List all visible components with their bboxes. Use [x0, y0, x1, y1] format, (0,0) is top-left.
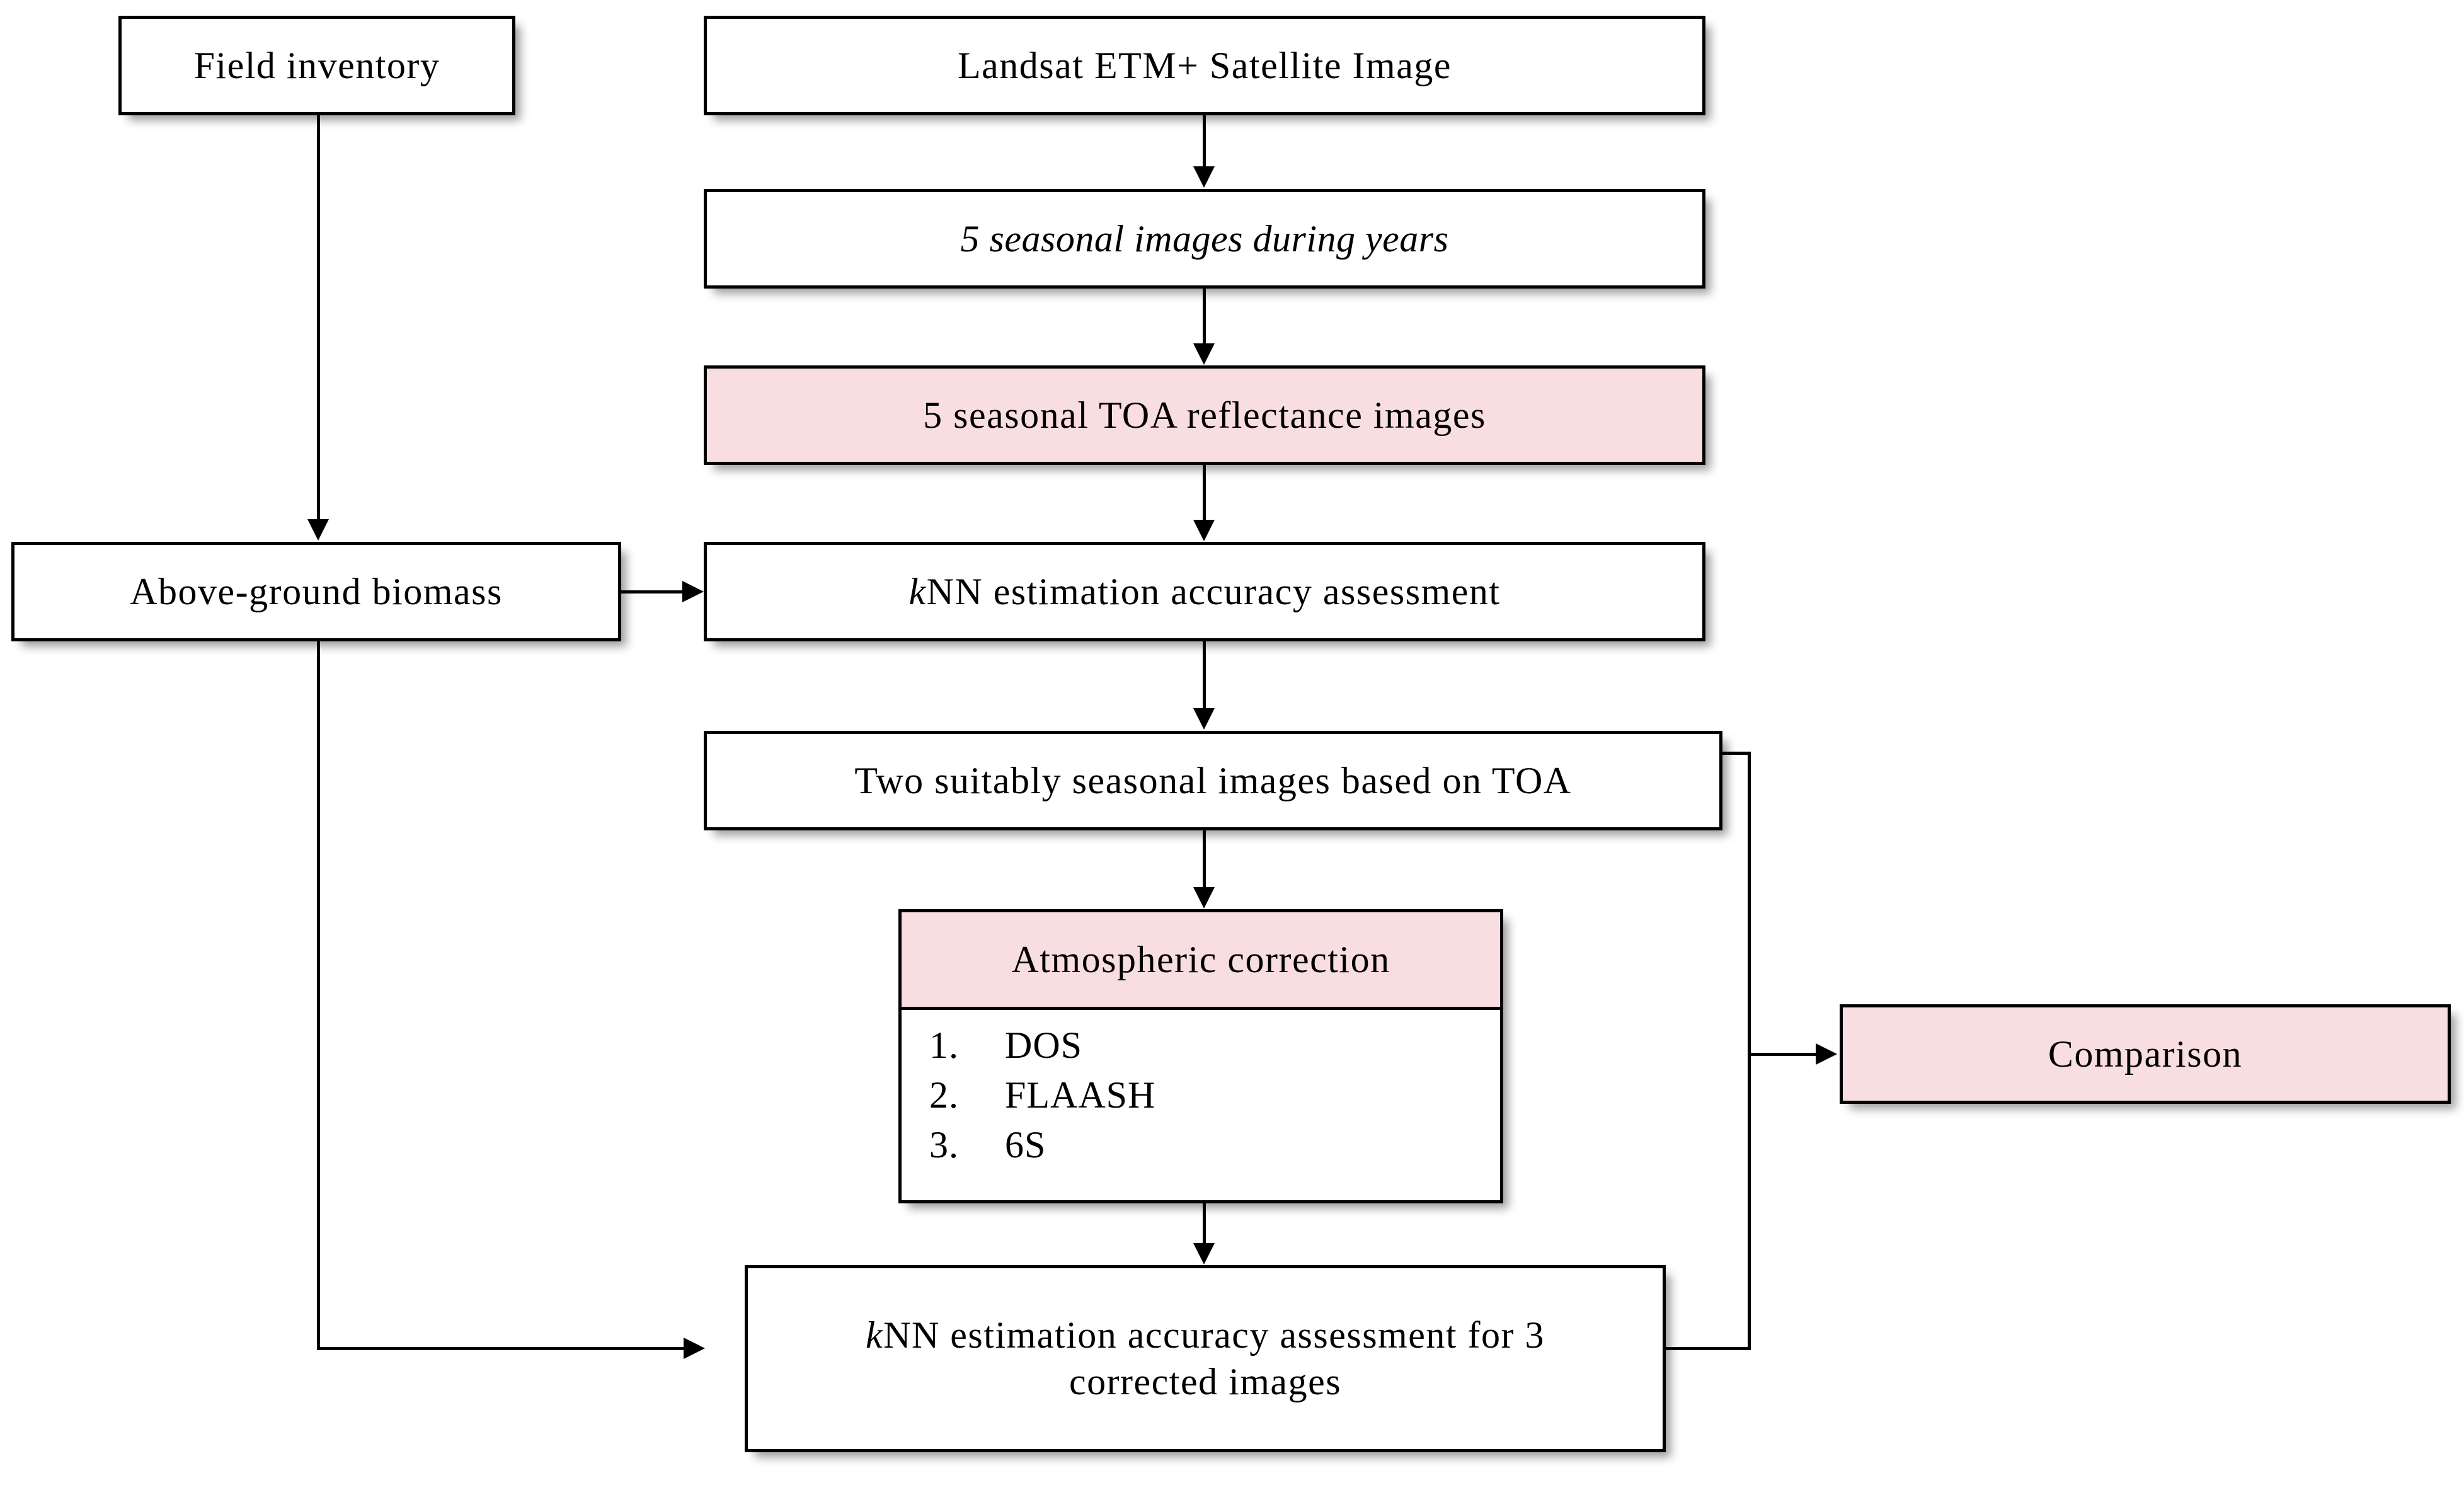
node-above-ground-biomass: Above-ground biomass: [11, 542, 621, 641]
node-atmospheric-correction: Atmospheric correction 1. DOS 2. FLAASH …: [898, 909, 1503, 1203]
node-landsat-image-label: Landsat ETM+ Satellite Image: [958, 44, 1452, 86]
node-landsat-image: Landsat ETM+ Satellite Image: [704, 16, 1705, 115]
edge-biomass-to-knn-corrected-hline: [317, 1347, 685, 1350]
list-item-number: 2.: [929, 1074, 959, 1116]
edge-knn-corrected-to-bus-hline: [1666, 1347, 1751, 1350]
edge-biomass-to-knn-arrow: [682, 581, 704, 602]
list-item-label: 6S: [1005, 1124, 1046, 1166]
edge-two-seasonal-to-bus-hline: [1722, 752, 1751, 755]
node-knn-assessment-corrected-k: k: [866, 1314, 884, 1356]
atmospheric-correction-method-list: 1. DOS 2. FLAASH 3. 6S: [902, 1010, 1500, 1200]
node-field-inventory: Field inventory: [118, 16, 515, 115]
node-toa-reflectance: 5 seasonal TOA reflectance images: [704, 365, 1705, 465]
node-knn-assessment-corrected: kNN estimation accuracy assessment for 3…: [745, 1265, 1666, 1452]
node-knn-assessment-corrected-line1: NN estimation accuracy assessment for 3: [883, 1314, 1545, 1356]
atmospheric-correction-header-label: Atmospheric correction: [1011, 938, 1390, 980]
node-knn-assessment-corrected-line2: corrected images: [1069, 1360, 1342, 1402]
edge-biomass-to-knn-line: [621, 590, 684, 593]
edge-bus-to-comparison-arrow: [1816, 1043, 1837, 1065]
list-item-label: DOS: [1005, 1024, 1083, 1066]
edge-toa-to-knn-line: [1203, 465, 1206, 522]
node-comparison-label: Comparison: [2048, 1033, 2243, 1075]
edge-atmospheric-to-knn-corrected-line: [1203, 1203, 1206, 1244]
list-item: 3. 6S: [929, 1123, 1500, 1167]
edge-landsat-to-seasonal-line: [1203, 115, 1206, 168]
node-above-ground-biomass-label: Above-ground biomass: [130, 570, 503, 612]
node-knn-assessment-label: NN estimation accuracy assessment: [926, 570, 1501, 612]
node-knn-assessment: kNN estimation accuracy assessment: [704, 542, 1705, 641]
atmospheric-correction-header: Atmospheric correction: [902, 912, 1500, 1010]
edge-knn-to-two-seasonal-arrow: [1193, 708, 1215, 730]
edge-biomass-to-knn-corrected-arrow: [684, 1338, 705, 1359]
edge-knn-to-two-seasonal-line: [1203, 641, 1206, 709]
node-seasonal-images: 5 seasonal images during years: [704, 189, 1705, 289]
edge-landsat-to-seasonal-arrow: [1193, 166, 1215, 188]
edge-seasonal-to-toa-line: [1203, 289, 1206, 345]
edge-right-bus-vline: [1748, 752, 1751, 1350]
list-item: 2. FLAASH: [929, 1074, 1500, 1117]
edge-two-seasonal-to-atmospheric-line: [1203, 830, 1206, 888]
node-two-seasonal-toa-label: Two suitably seasonal images based on TO…: [854, 759, 1572, 801]
node-two-seasonal-toa: Two suitably seasonal images based on TO…: [704, 731, 1722, 830]
list-item-number: 3.: [929, 1124, 959, 1166]
node-field-inventory-label: Field inventory: [193, 44, 440, 86]
edge-field-inventory-to-biomass-arrow: [307, 519, 329, 541]
list-item-label: FLAASH: [1005, 1074, 1156, 1116]
node-knn-assessment-k: k: [908, 570, 927, 612]
edge-seasonal-to-toa-arrow: [1193, 343, 1215, 365]
list-item: 1. DOS: [929, 1024, 1500, 1067]
edge-field-inventory-to-biomass-line: [317, 115, 320, 522]
list-item-number: 1.: [929, 1024, 959, 1066]
node-seasonal-images-label: 5 seasonal images during years: [960, 217, 1449, 260]
edge-toa-to-knn-arrow: [1193, 520, 1215, 541]
edge-two-seasonal-to-atmospheric-arrow: [1193, 887, 1215, 909]
edge-bus-to-comparison-hline: [1748, 1053, 1817, 1056]
edge-atmospheric-to-knn-corrected-arrow: [1193, 1243, 1215, 1264]
node-comparison: Comparison: [1840, 1004, 2451, 1104]
edge-biomass-to-knn-corrected-vline: [317, 641, 320, 1350]
node-toa-reflectance-label: 5 seasonal TOA reflectance images: [923, 394, 1486, 436]
